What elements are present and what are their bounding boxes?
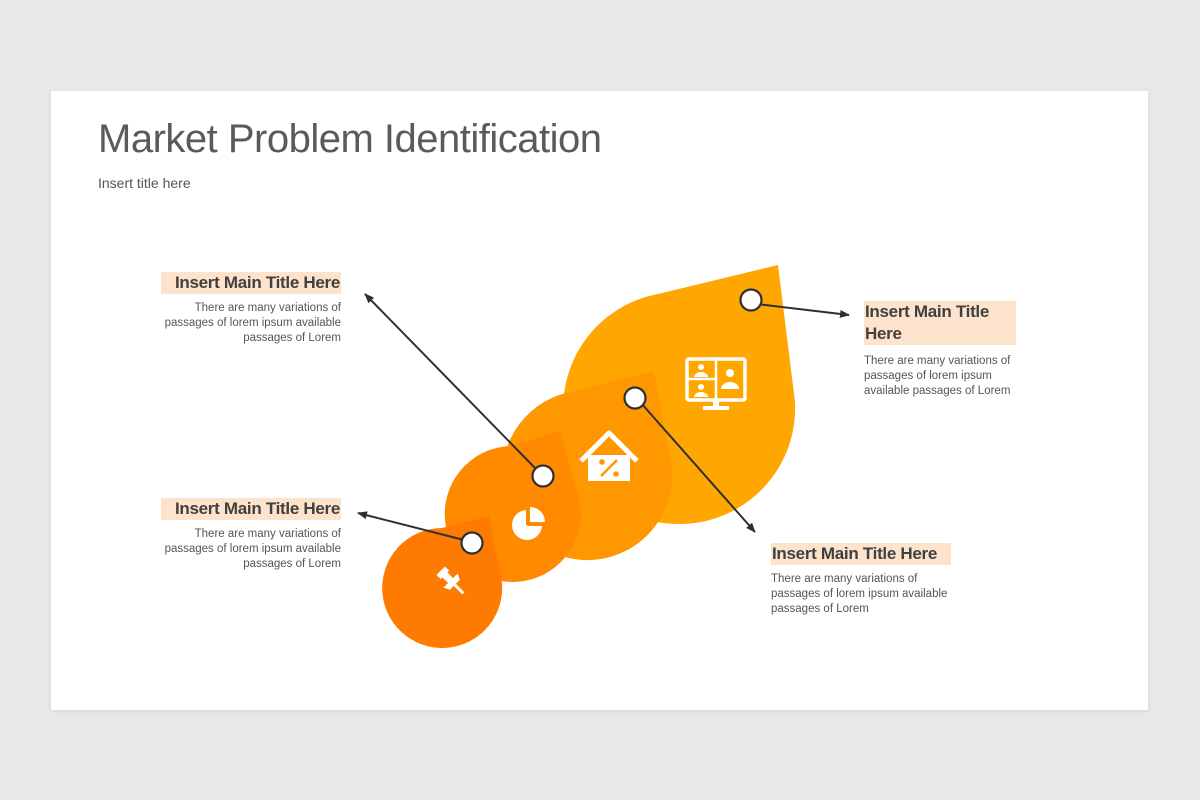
callout-text: There are many variations of passages of… xyxy=(771,572,1001,617)
callout-title-line: Insert Main Title xyxy=(865,302,990,321)
video-conference-monitor-icon xyxy=(685,357,747,410)
callout-text-line: passages of lorem ipsum available xyxy=(164,317,341,329)
callout-text-line: passages of lorem ipsum available xyxy=(164,543,341,555)
anchor-point-1 xyxy=(460,531,484,555)
callout-text-line: There are many variations of xyxy=(864,355,1011,367)
slide: Market Problem Identification Insert tit… xyxy=(51,91,1148,710)
callout-text: There are many variations of passages of… xyxy=(864,354,1064,399)
callout-text: There are many variations of passages of… xyxy=(148,301,341,346)
callout-text-line: passages of Lorem xyxy=(243,558,341,570)
callout-text-line: passages of Lorem xyxy=(771,603,869,615)
callout-title: Insert Main Title Here xyxy=(160,272,341,294)
callout-title: Insert Main Title Here xyxy=(771,543,952,565)
callout-text-line: passages of lorem ipsum xyxy=(864,370,992,382)
anchor-point-3 xyxy=(623,386,647,410)
drop-1 xyxy=(382,516,503,648)
callout-title-block: Insert Main Title Here xyxy=(864,301,1016,345)
anchor-points xyxy=(460,288,763,555)
drop-1-shape xyxy=(382,516,503,648)
callout-text-line: passages of lorem ipsum available xyxy=(771,588,948,600)
anchor-point-4 xyxy=(739,288,763,312)
callout-text-line: There are many variations of xyxy=(194,528,341,540)
arrow-top-right xyxy=(756,303,850,318)
callout-text-line: passages of Lorem xyxy=(243,332,341,344)
arrow-top-left xyxy=(364,293,537,470)
house-percent-icon xyxy=(579,430,639,481)
callout-text: There are many variations of passages of… xyxy=(148,527,341,572)
slide-title: Market Problem Identification xyxy=(98,117,602,161)
callout-title-line: Here xyxy=(865,324,902,343)
callout-top-left: Insert Main Title Here There are many va… xyxy=(148,272,341,346)
callout-text-line: There are many variations of xyxy=(194,302,341,314)
pie-chart-icon xyxy=(512,507,545,540)
callout-title: Insert Main Title Here xyxy=(160,498,341,520)
callout-bottom-right: Insert Main Title Here There are many va… xyxy=(771,543,1001,617)
pushpin-icon xyxy=(436,566,465,595)
callout-bottom-left: Insert Main Title Here There are many va… xyxy=(148,498,341,572)
arrow-bottom-right xyxy=(640,402,756,533)
drop-diagram xyxy=(357,265,850,648)
arrow-bottom-left xyxy=(357,511,465,541)
callout-text-line: There are many variations of xyxy=(771,573,918,585)
callout-text-line: available passages of Lorem xyxy=(864,385,1011,397)
callout-top-right: Insert Main Title Here There are many va… xyxy=(864,301,1064,399)
connector-arrows xyxy=(357,293,850,541)
slide-subtitle: Insert title here xyxy=(98,175,191,191)
anchor-point-2 xyxy=(531,464,555,488)
